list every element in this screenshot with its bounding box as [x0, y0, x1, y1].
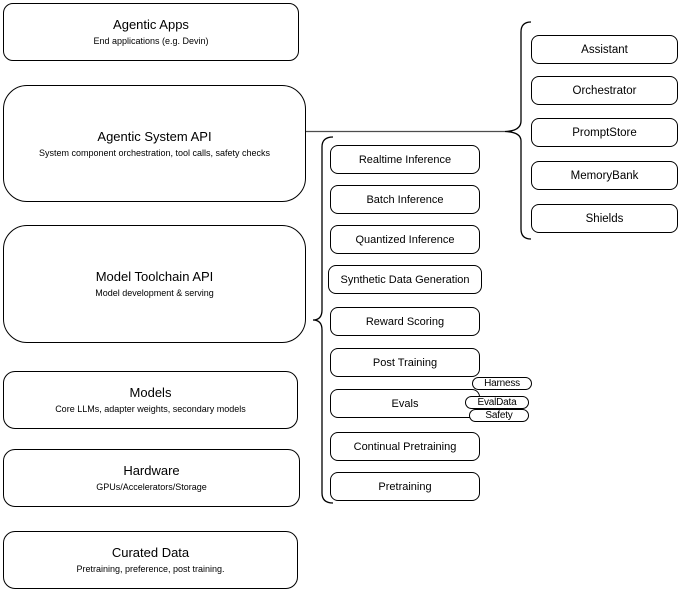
service-box-quantized-inference: Quantized Inference — [330, 225, 480, 254]
service-box-realtime-inference: Realtime Inference — [330, 145, 480, 174]
eval-tag-evaldata: EvalData — [465, 396, 529, 409]
service-box-evals: Evals — [330, 389, 480, 418]
box-subtitle: System component orchestration, tool cal… — [38, 147, 271, 158]
stack-box-curated-data: Curated Data Pretraining, preference, po… — [3, 531, 298, 589]
eval-tag-harness: Harness — [472, 377, 532, 390]
component-box-memorybank: MemoryBank — [531, 161, 678, 190]
box-title: Model Toolchain API — [95, 269, 214, 284]
eval-tag-safety: Safety — [469, 409, 529, 422]
stack-box-model-toolchain-api: Model Toolchain API Model development & … — [3, 225, 306, 343]
component-box-orchestrator: Orchestrator — [531, 76, 678, 105]
component-box-shields: Shields — [531, 204, 678, 233]
box-title: Agentic System API — [97, 128, 212, 144]
box-subtitle: End applications (e.g. Devin) — [93, 36, 209, 46]
component-box-promptstore: PromptStore — [531, 118, 678, 147]
box-title: Curated Data — [111, 545, 190, 560]
box-subtitle: Core LLMs, adapter weights, secondary mo… — [55, 404, 246, 414]
box-title: Hardware — [123, 463, 180, 478]
stack-box-hardware: Hardware GPUs/Accelerators/Storage — [3, 449, 300, 507]
service-box-batch-inference: Batch Inference — [330, 185, 480, 214]
service-box-continual-pretraining: Continual Pretraining — [330, 432, 480, 461]
service-box-pretraining: Pretraining — [330, 472, 480, 501]
stack-box-models: Models Core LLMs, adapter weights, secon… — [3, 371, 298, 429]
service-box-post-training: Post Training — [330, 348, 480, 377]
component-box-assistant: Assistant — [531, 35, 678, 64]
box-title: Models — [129, 385, 172, 400]
box-subtitle: Model development & serving — [95, 288, 214, 298]
brace-system-components — [504, 21, 532, 240]
box-subtitle: GPUs/Accelerators/Storage — [96, 482, 207, 492]
service-box-synthetic-data-generation: Synthetic Data Generation — [328, 265, 482, 294]
box-subtitle: Pretraining, preference, post training. — [76, 564, 225, 574]
box-title: Agentic Apps — [113, 17, 189, 32]
stack-box-agentic-system-api: Agentic System API System component orch… — [3, 85, 306, 202]
service-box-reward-scoring: Reward Scoring — [330, 307, 480, 336]
stack-box-agentic-apps: Agentic Apps End applications (e.g. Devi… — [3, 3, 299, 61]
